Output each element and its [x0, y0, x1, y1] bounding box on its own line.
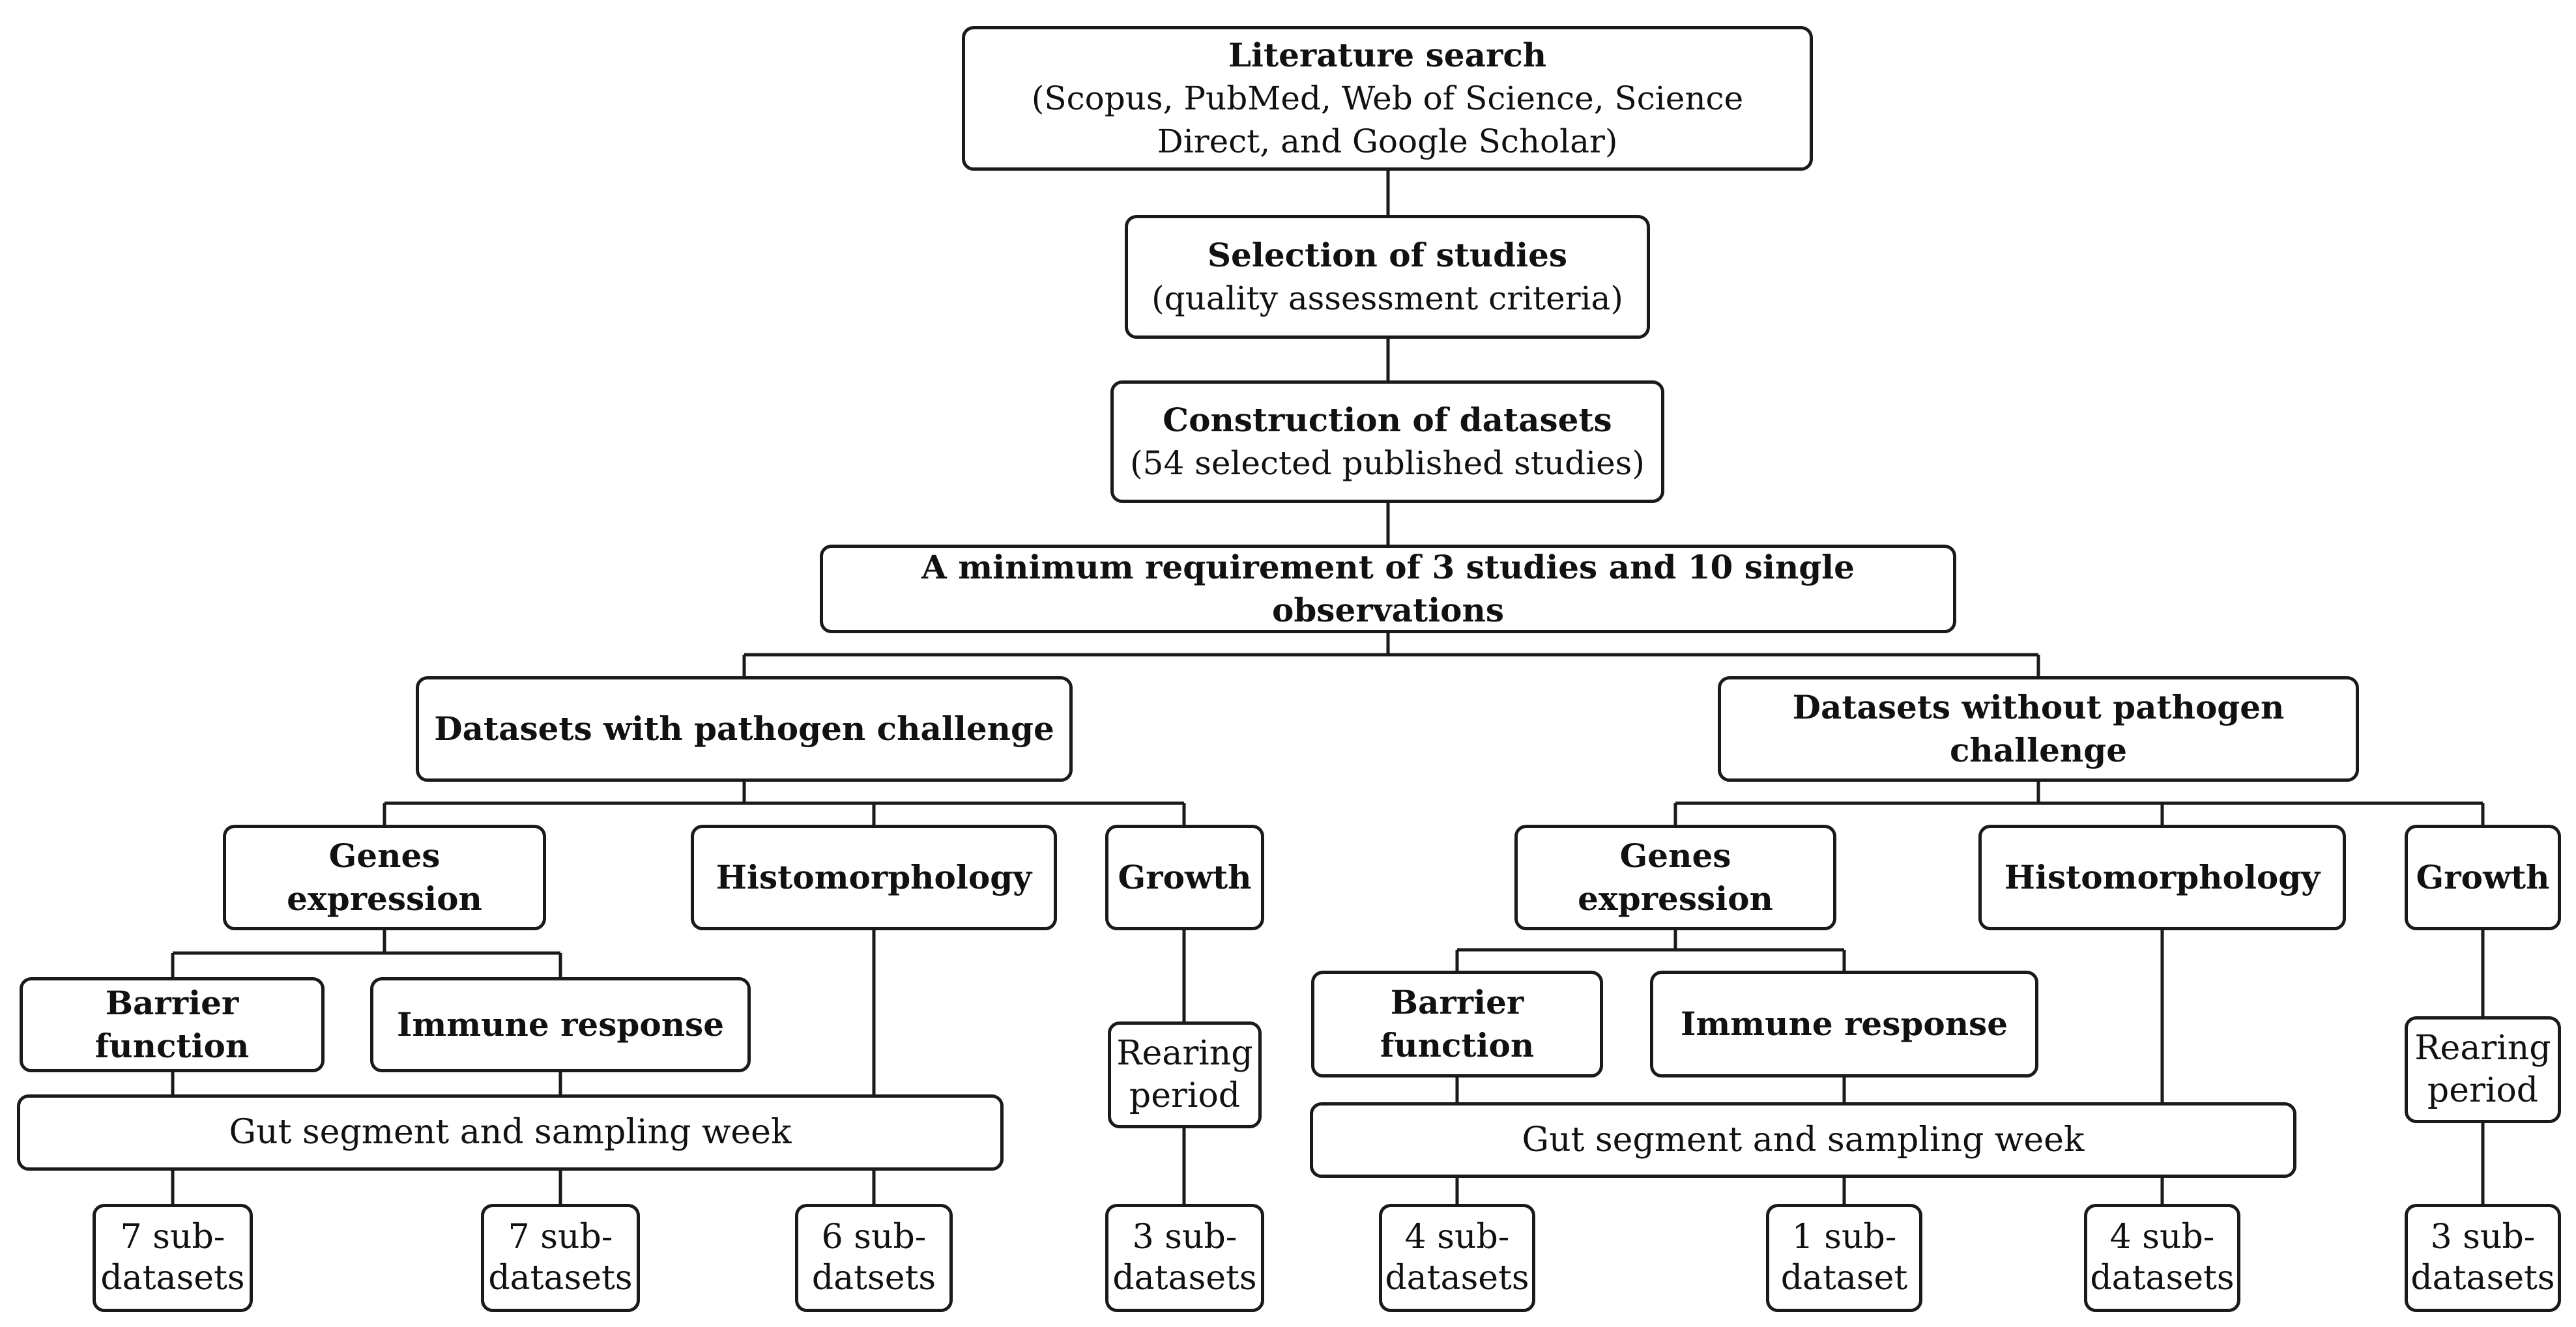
left-barrier-function-label: Barrier function [94, 984, 250, 1065]
left-output-2-label: 7 sub-datasets [488, 1217, 633, 1298]
left-output-4-label: 3 sub-datasets [1112, 1217, 1257, 1298]
right-output-1-label: 4 sub-datasets [1385, 1217, 1529, 1298]
minimum-requirement-title: A minimum requirement of 3 studies and 1… [921, 548, 1855, 629]
right-output-1-box: 4 sub-datasets [1379, 1204, 1535, 1312]
left-output-3-box: 6 sub-datsets [795, 1204, 953, 1312]
left-output-1-label: 7 sub-datasets [100, 1217, 245, 1298]
selection-title: Selection of studies [1207, 236, 1568, 274]
left-genes-expression-label: Genes expression [287, 836, 482, 918]
right-output-2-label: 1 sub-dataset [1780, 1217, 1908, 1298]
right-gut-segment-box: Gut segment and sampling week [1310, 1102, 2296, 1178]
literature-search-subtitle: (Scopus, PubMed, Web of Science, Science… [1031, 79, 1744, 160]
left-output-2-box: 7 sub-datasets [481, 1204, 640, 1312]
selection-of-studies-box: Selection of studies (quality assessment… [1125, 215, 1650, 339]
left-immune-response-box: Immune response [370, 977, 751, 1072]
right-growth-label: Growth [2416, 858, 2550, 896]
left-gut-segment-label: Gut segment and sampling week [229, 1113, 792, 1152]
minimum-requirement-box: A minimum requirement of 3 studies and 1… [820, 545, 1956, 633]
datasets-with-pathogen-box: Datasets with pathogen challenge [416, 676, 1073, 782]
right-immune-response-label: Immune response [1680, 1005, 2008, 1043]
right-immune-response-box: Immune response [1650, 971, 2038, 1077]
literature-search-box: Literature search (Scopus, PubMed, Web o… [962, 26, 1813, 171]
right-rearing-period-box: Rearing period [2405, 1016, 2561, 1123]
left-rearing-period-box: Rearing period [1108, 1021, 1262, 1128]
construction-of-datasets-box: Construction of datasets (54 selected pu… [1110, 380, 1664, 503]
left-immune-response-label: Immune response [396, 1005, 725, 1044]
datasets-without-pathogen-box: Datasets without pathogen challenge [1718, 676, 2359, 782]
construction-subtitle: (54 selected published studies) [1130, 444, 1645, 482]
left-gut-segment-box: Gut segment and sampling week [17, 1094, 1004, 1171]
left-barrier-function-box: Barrier function [20, 977, 325, 1072]
right-barrier-function-box: Barrier function [1311, 971, 1603, 1077]
left-output-3-label: 6 sub-datsets [811, 1217, 936, 1298]
right-histomorphology-label: Histomorphology [2004, 858, 2321, 896]
right-genes-expression-label: Genes expression [1578, 836, 1773, 918]
selection-subtitle: (quality assessment criteria) [1151, 279, 1623, 317]
right-barrier-function-label: Barrier function [1380, 983, 1535, 1064]
left-output-1-box: 7 sub-datasets [93, 1204, 253, 1312]
without-pathogen-title: Datasets without pathogen challenge [1792, 688, 2285, 769]
left-rearing-period-label: Rearing period [1116, 1034, 1253, 1115]
right-output-4-label: 3 sub-datasets [2410, 1217, 2555, 1298]
right-output-3-label: 4 sub-datasets [2090, 1217, 2235, 1298]
with-pathogen-title: Datasets with pathogen challenge [434, 709, 1054, 748]
left-histomorphology-label: Histomorphology [716, 858, 1032, 896]
construction-title: Construction of datasets [1163, 401, 1612, 439]
right-genes-expression-box: Genes expression [1514, 825, 1836, 930]
right-histomorphology-box: Histomorphology [1978, 825, 2346, 930]
right-output-3-box: 4 sub-datasets [2084, 1204, 2240, 1312]
left-genes-expression-box: Genes expression [223, 825, 546, 930]
right-growth-box: Growth [2405, 825, 2561, 930]
left-growth-label: Growth [1118, 858, 1252, 896]
right-rearing-period-label: Rearing period [2414, 1029, 2551, 1110]
left-output-4-box: 3 sub-datasets [1105, 1204, 1264, 1312]
right-output-4-box: 3 sub-datasets [2405, 1204, 2561, 1312]
right-gut-segment-label: Gut segment and sampling week [1522, 1120, 2085, 1160]
left-histomorphology-box: Histomorphology [691, 825, 1057, 930]
left-growth-box: Growth [1105, 825, 1264, 930]
literature-search-title: Literature search [1228, 36, 1547, 74]
right-output-2-box: 1 sub-dataset [1766, 1204, 1922, 1312]
